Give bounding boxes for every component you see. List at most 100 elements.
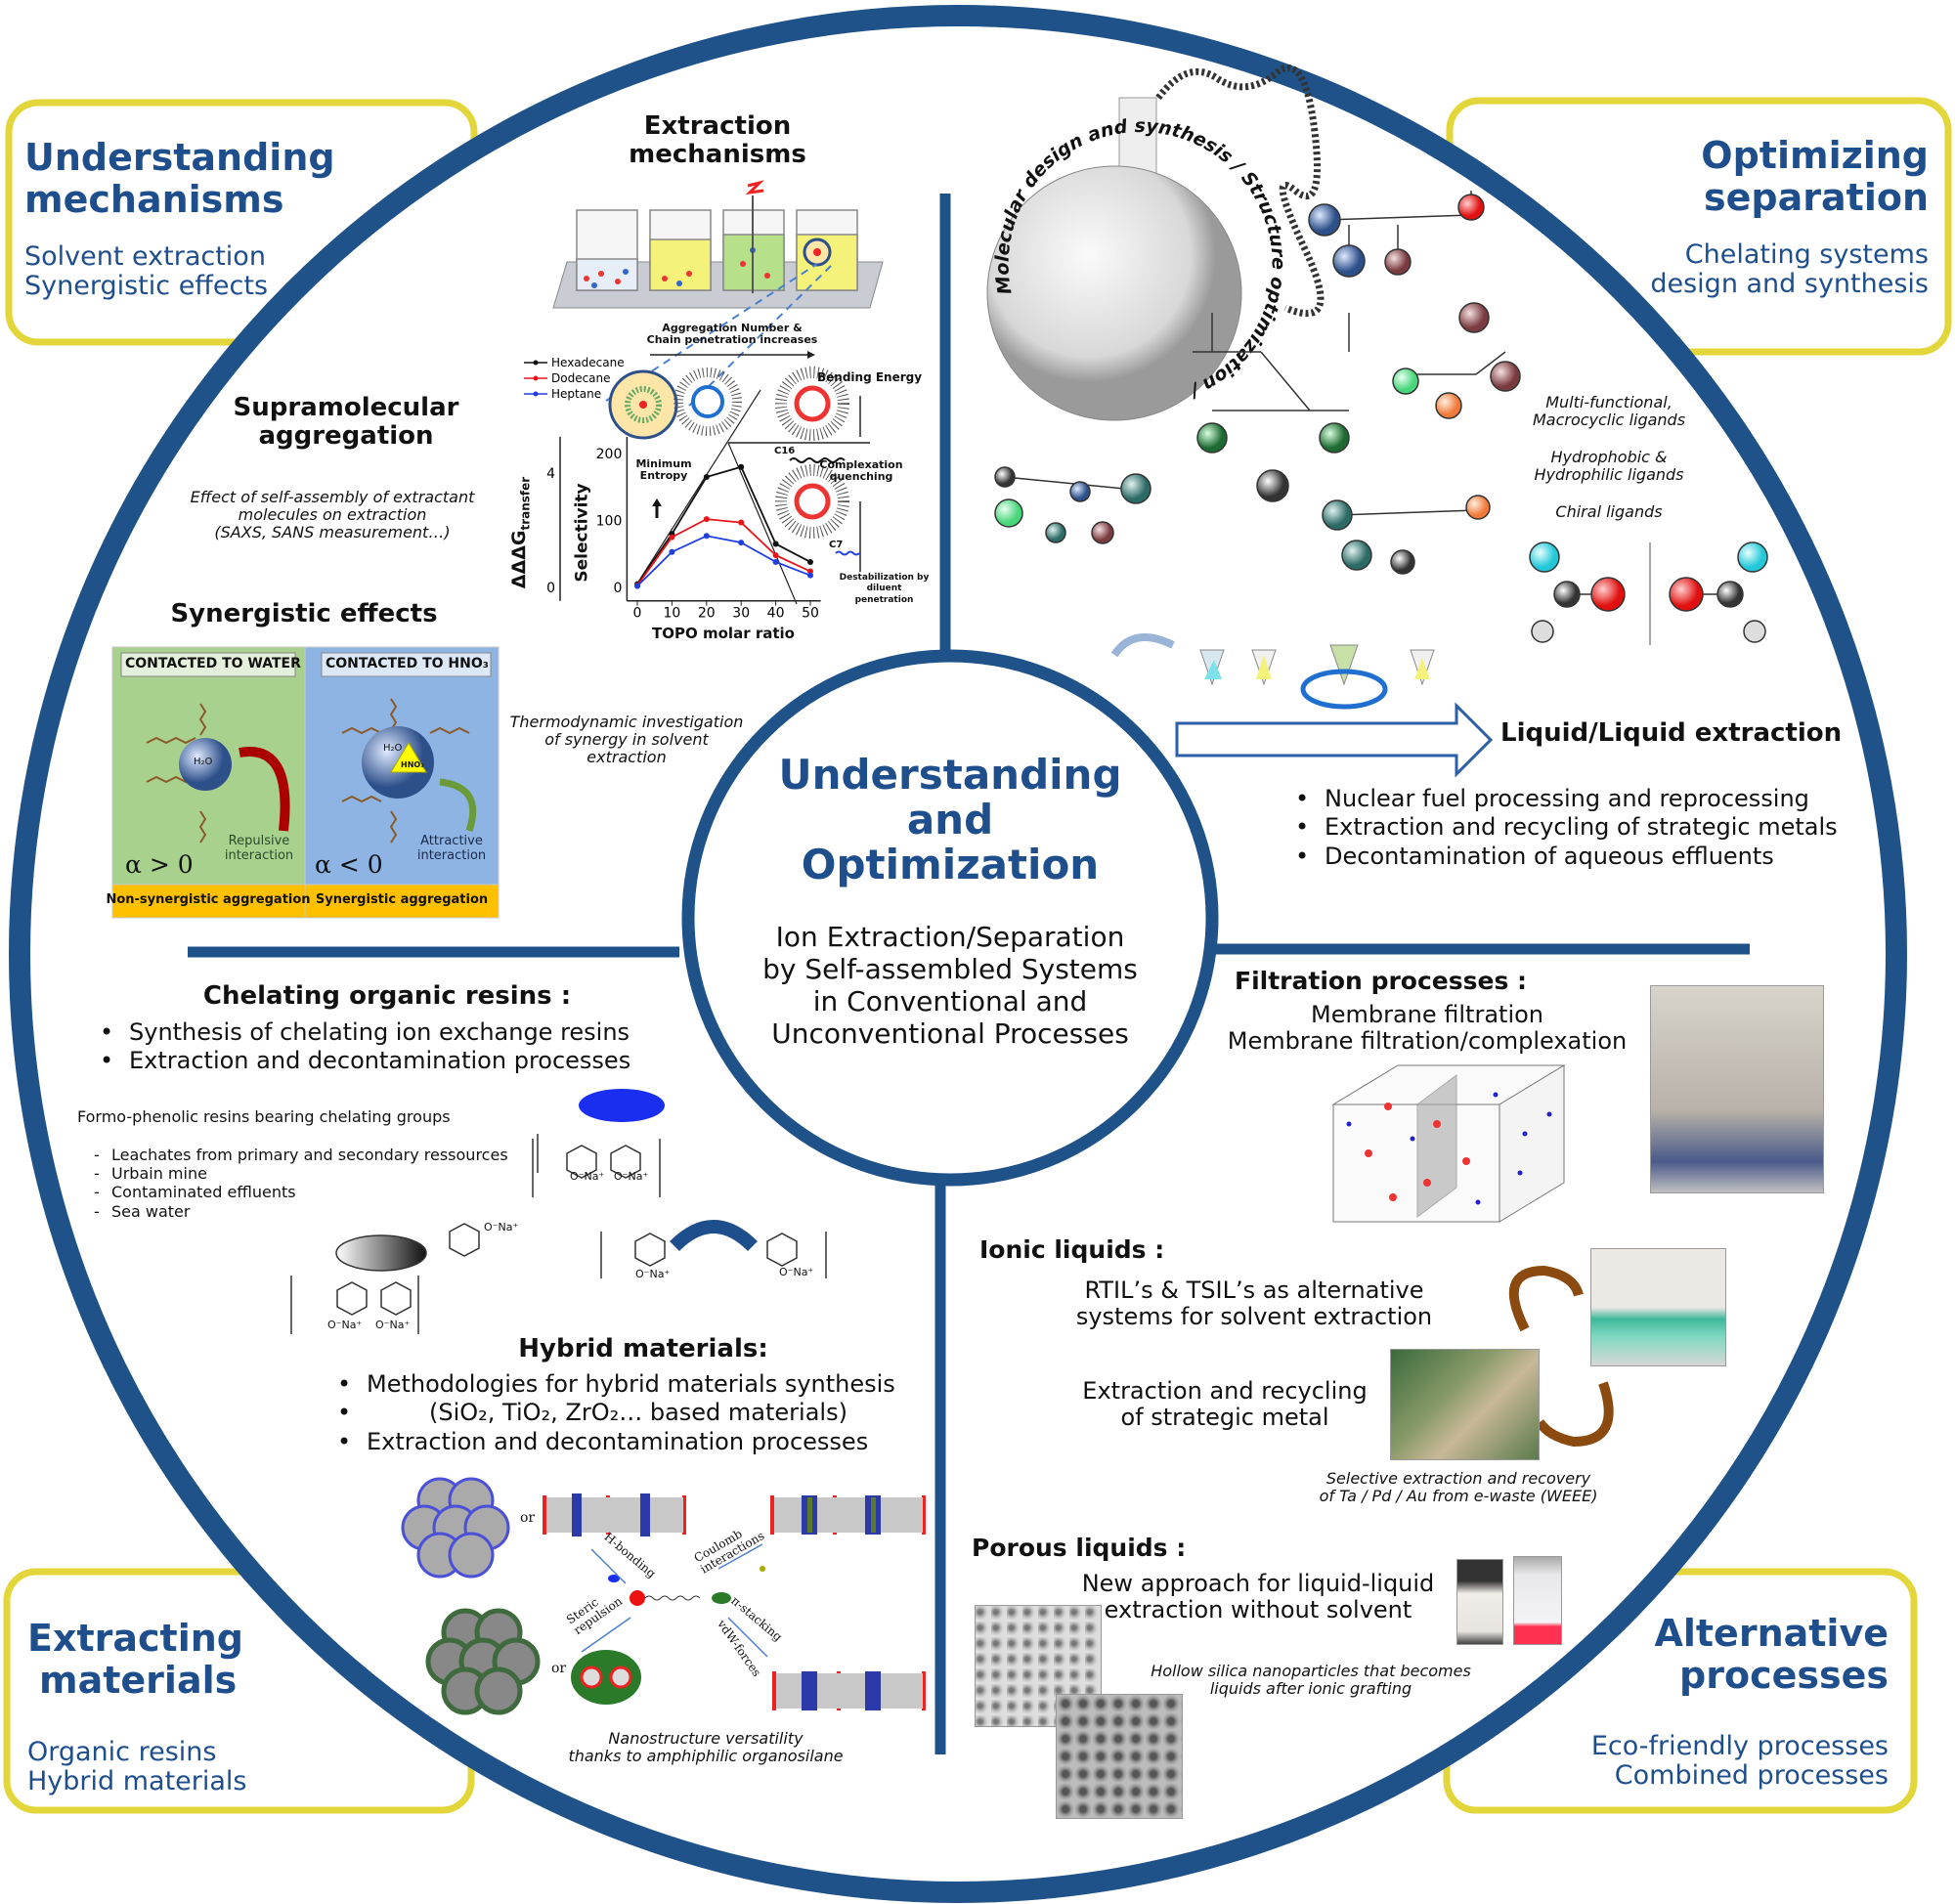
line: Supramolecular [233, 393, 459, 422]
legend-marker [533, 391, 539, 397]
list-item: Extraction and decontamination processes [337, 1428, 895, 1457]
resin-structures [290, 1089, 827, 1334]
sub-line: Unconventional Processes [771, 1017, 1129, 1051]
data-point [807, 568, 813, 575]
line: (SAXS, SANS measurement…) [214, 522, 451, 541]
ona-label: O⁻Na⁺ [779, 1266, 814, 1278]
y2-tick-label: 4 [546, 466, 555, 482]
formo-phenolic-list: Leachates from primary and secondary res… [92, 1146, 508, 1221]
chart-xlabel: TOPO molar ratio [652, 625, 795, 642]
legend-marker [533, 375, 539, 381]
title-line: Optimization [801, 841, 1100, 889]
line: Minimum [635, 457, 692, 470]
line: Entropy [639, 469, 688, 483]
h2o-label: H₂O [194, 757, 213, 767]
line: aggregation [258, 421, 434, 452]
line: RTIL’s & TSIL’s as alternative [1084, 1277, 1424, 1304]
cycle-arrow-icon [1535, 1381, 1614, 1448]
nanostructure-illustration [401, 1477, 926, 1715]
x-tick-label: 30 [732, 606, 750, 622]
x-tick-label: 50 [802, 606, 819, 622]
sub-line: in Conventional and [812, 985, 1088, 1018]
legend-label: Hexadecane [551, 356, 625, 369]
legend-label: Dodecane [551, 371, 611, 385]
list-item-continued: (SiO₂, TiO₂, ZrO₂… based materials) [337, 1399, 895, 1428]
data-point [669, 534, 675, 541]
line: interaction [416, 847, 487, 863]
y2-tick-label: 0 [546, 581, 555, 596]
title-line: and [906, 796, 994, 844]
ylabel2-main: ΔΔΔG [507, 530, 530, 589]
list-item: Decontamination of aqueous effluents [1295, 843, 1838, 872]
line: Aggregation Number & [662, 322, 803, 334]
line: Membrane filtration [1310, 1001, 1544, 1028]
chart-annotation-bending: Bending Energy [817, 370, 923, 384]
line: Macrocyclic ligands [1532, 410, 1686, 429]
syn-right-bar: Synergistic aggregation [315, 892, 489, 907]
title-line: mechanisms [24, 177, 284, 221]
circuit-board-photo [1390, 1349, 1540, 1460]
x-tick-label: 0 [633, 606, 642, 622]
filtration-title: Filtration processes : [1235, 967, 1528, 995]
line: systems for solvent extraction [1075, 1302, 1433, 1330]
line: interaction [224, 847, 294, 863]
series-line [636, 465, 811, 585]
sub-line: Ion Extraction/Separation [775, 921, 1125, 953]
line: Attractive [420, 834, 483, 848]
list-item: Methodologies for hybrid materials synth… [337, 1370, 895, 1400]
sub-line: Solvent extraction [24, 241, 266, 272]
title-line: processes [1679, 1653, 1889, 1697]
ona-label: O⁻Na⁺ [375, 1319, 411, 1331]
line: Thermodynamic investigation [509, 713, 744, 731]
resins-title: Chelating organic resins : [202, 981, 572, 1011]
porous-liquids-title: Porous liquids : [972, 1534, 1187, 1562]
line: Destabilization by diluent [839, 573, 930, 594]
line: Multi-functional, [1545, 393, 1673, 411]
sub-line: Synergistic effects [24, 271, 269, 302]
title-line: Alternative [1654, 1612, 1889, 1655]
beakers-illustration [552, 180, 884, 407]
tem-image-2 [1056, 1694, 1183, 1819]
x-tick-label: 20 [698, 606, 716, 622]
chart-annotation-c7: C7 [829, 540, 844, 550]
ionic-liquid-vials-photo [1590, 1248, 1726, 1366]
title-line: Optimizing [1701, 134, 1929, 177]
ona-label: O⁻Na⁺ [570, 1170, 605, 1183]
sub-line: by Self-assembled Systems [762, 953, 1138, 986]
syn-right-label: CONTACTED TO HNO₃ [326, 656, 489, 671]
line: Repulsive [228, 834, 290, 848]
ligand-label-macrocyclic: Multi-functional,Macrocyclic ligands [1533, 394, 1685, 429]
sub-line: Eco-friendly processes [1590, 1731, 1889, 1761]
line: New approach for liquid-liquid [1081, 1570, 1435, 1597]
line: Hydrophobic & [1550, 448, 1668, 466]
series-line [636, 535, 811, 587]
syn-left-label: CONTACTED TO WATER [125, 656, 301, 671]
ligand-molecules [994, 191, 1768, 645]
list-item: Leachates from primary and secondary res… [94, 1146, 508, 1164]
data-point [807, 558, 813, 565]
liquid-liquid-list: Nuclear fuel processing and reprocessing… [1293, 785, 1838, 871]
y-tick-label: 100 [596, 514, 623, 530]
nano-or-label: or [551, 1661, 567, 1676]
data-point [669, 548, 675, 555]
line: Membrane filtration/complexation [1227, 1026, 1628, 1055]
hno3-label: HNO₃ [401, 760, 424, 769]
sub-line: Organic resins [27, 1737, 217, 1767]
x-tick-label: 40 [767, 606, 785, 622]
nano-or-label: or [520, 1510, 536, 1526]
data-point [807, 572, 813, 579]
legend-label: Heptane [551, 387, 601, 401]
list-item: Extraction and decontamination processes [100, 1047, 630, 1076]
line: Complexation [819, 458, 903, 471]
hybrid-title: Hybrid materials: [518, 1334, 768, 1363]
